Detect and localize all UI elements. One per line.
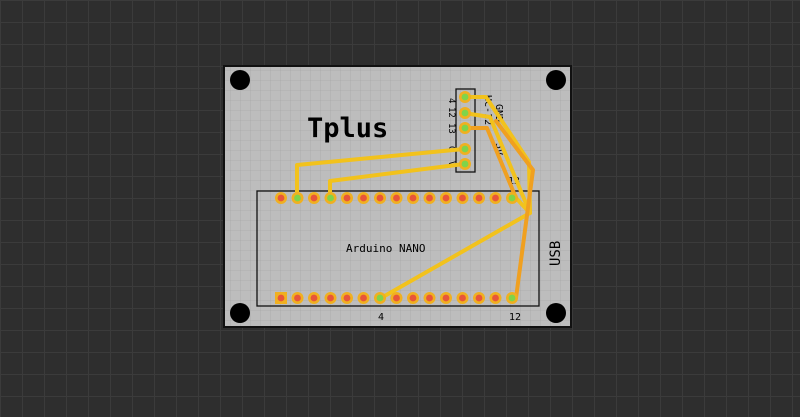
- pad: [376, 194, 384, 202]
- pad: [294, 294, 301, 302]
- pad: [409, 294, 417, 302]
- board-title: Tplus: [307, 113, 388, 144]
- 5v-label: 5V: [493, 143, 504, 155]
- pad: [393, 294, 400, 302]
- pad-connected: [461, 160, 469, 168]
- pad: [409, 194, 417, 202]
- pad: [310, 194, 318, 202]
- pad: [343, 194, 351, 202]
- hc12-name-label: HC-12: [482, 95, 493, 125]
- pads: [275, 91, 518, 304]
- pad: [426, 294, 433, 302]
- pin-4-label: 4: [378, 312, 384, 323]
- hc12-pin-label: 4: [446, 98, 456, 103]
- hc12-pin-label: 13: [446, 123, 456, 134]
- pad: [360, 294, 367, 302]
- trace: [295, 147, 466, 200]
- pad-connected: [461, 93, 469, 101]
- pad: [426, 194, 433, 202]
- arduino-nano-outline: [256, 190, 540, 307]
- pad: [475, 194, 483, 202]
- pad-connected: [461, 124, 469, 132]
- pad: [442, 294, 450, 302]
- mounting-hole-bottom-right: [546, 303, 566, 323]
- hc12-pin-label: 12: [446, 107, 456, 118]
- pin-13-label: 13: [508, 176, 520, 187]
- pad-connected: [508, 194, 516, 202]
- pad: [475, 294, 483, 302]
- pad: [459, 194, 466, 202]
- pad: [393, 194, 400, 202]
- pad: [492, 194, 499, 202]
- pad: [459, 294, 466, 302]
- pad: [310, 294, 318, 302]
- trace: [462, 126, 518, 200]
- pad-connected: [376, 294, 384, 302]
- usb-label: USB: [548, 241, 564, 266]
- pad-connected: [294, 194, 301, 202]
- hc12-header-outline: [455, 88, 476, 173]
- mounting-hole-top-left: [230, 70, 250, 90]
- pad: [277, 194, 285, 202]
- pad-connected: [461, 109, 469, 117]
- trace: [494, 119, 535, 300]
- pad: [343, 294, 351, 302]
- pad-connected: [327, 194, 334, 202]
- pad: [492, 294, 499, 302]
- pad: [327, 294, 334, 302]
- mounting-hole-top-right: [546, 70, 566, 90]
- pad: [360, 194, 367, 202]
- pad: [277, 294, 285, 302]
- mounting-hole-bottom-left: [230, 303, 250, 323]
- arduino-nano-label: Arduino NANO: [346, 242, 425, 255]
- pin-12-label: 12: [509, 312, 521, 323]
- pad-connected: [508, 294, 516, 302]
- pad: [442, 194, 450, 202]
- traces: [295, 95, 535, 300]
- trace: [379, 111, 532, 300]
- pad-connected: [461, 145, 469, 153]
